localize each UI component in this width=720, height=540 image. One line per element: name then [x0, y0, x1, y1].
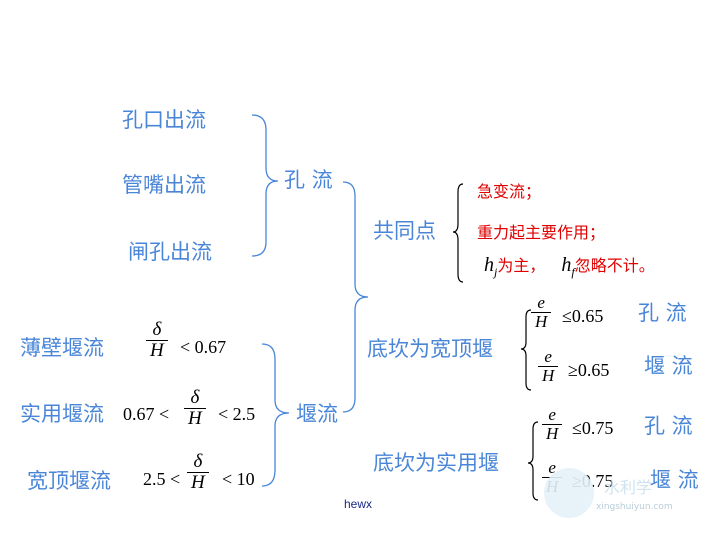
broad-crest-sill-label: 底坎为宽顶堰 [367, 337, 493, 361]
broad-crest-case1-result: 孔 流 [638, 301, 687, 325]
nozzle-type-label: 管嘴出流 [122, 173, 206, 197]
brace-orifice-types [251, 114, 279, 257]
thin-weir-bound: < 0.67 [180, 337, 227, 357]
practical-weir-label: 实用堰流 [20, 402, 104, 426]
common-points-label: 共同点 [373, 219, 436, 243]
practical-weir-sill-label: 底坎为实用堰 [373, 451, 499, 475]
sluice-type-label: 闸孔出流 [128, 240, 212, 264]
thin-weir-label: 薄壁堰流 [20, 336, 104, 360]
watermark-main: 水利学 [604, 478, 653, 497]
brace-weir-types [261, 343, 290, 487]
orifice-type-label: 孔口出流 [122, 108, 206, 132]
brace-main [342, 181, 369, 413]
practical-weir-upper: < 2.5 [218, 404, 256, 424]
broad-weir-upper: < 10 [222, 469, 255, 489]
practical-case1-result: 孔 流 [644, 414, 693, 438]
practical-case1-condition: ≤0.75 [572, 418, 614, 438]
broad-weir-lower: 2.5 < [143, 469, 181, 489]
brace-common [452, 183, 464, 283]
common-item-gravity: 重力起主要作用； [477, 223, 606, 242]
practical-case2-result: 堰 流 [650, 468, 699, 492]
broad-crest-case2-result: 堰 流 [644, 354, 693, 378]
broad-crest-case2-condition: ≥0.65 [568, 360, 610, 380]
broad-weir-label: 宽顶堰流 [27, 469, 111, 493]
common-item-rapid-flow: 急变流； [477, 182, 542, 201]
broad-crest-case1-condition: ≤0.65 [562, 306, 604, 326]
practical-weir-lower: 0.67 < [123, 404, 170, 424]
orifice-flow-label: 孔 流 [284, 168, 333, 192]
brace-broad-crest [520, 309, 532, 391]
weir-flow-label: 堰流 [296, 402, 338, 426]
footer-author: hewx [344, 497, 373, 511]
brace-practical [527, 421, 539, 501]
common-item-head-loss: hj为主，hf忽略不计。 [484, 254, 655, 279]
watermark-url: xingshuiyun.com [596, 502, 673, 512]
watermark-logo-icon [544, 468, 594, 518]
